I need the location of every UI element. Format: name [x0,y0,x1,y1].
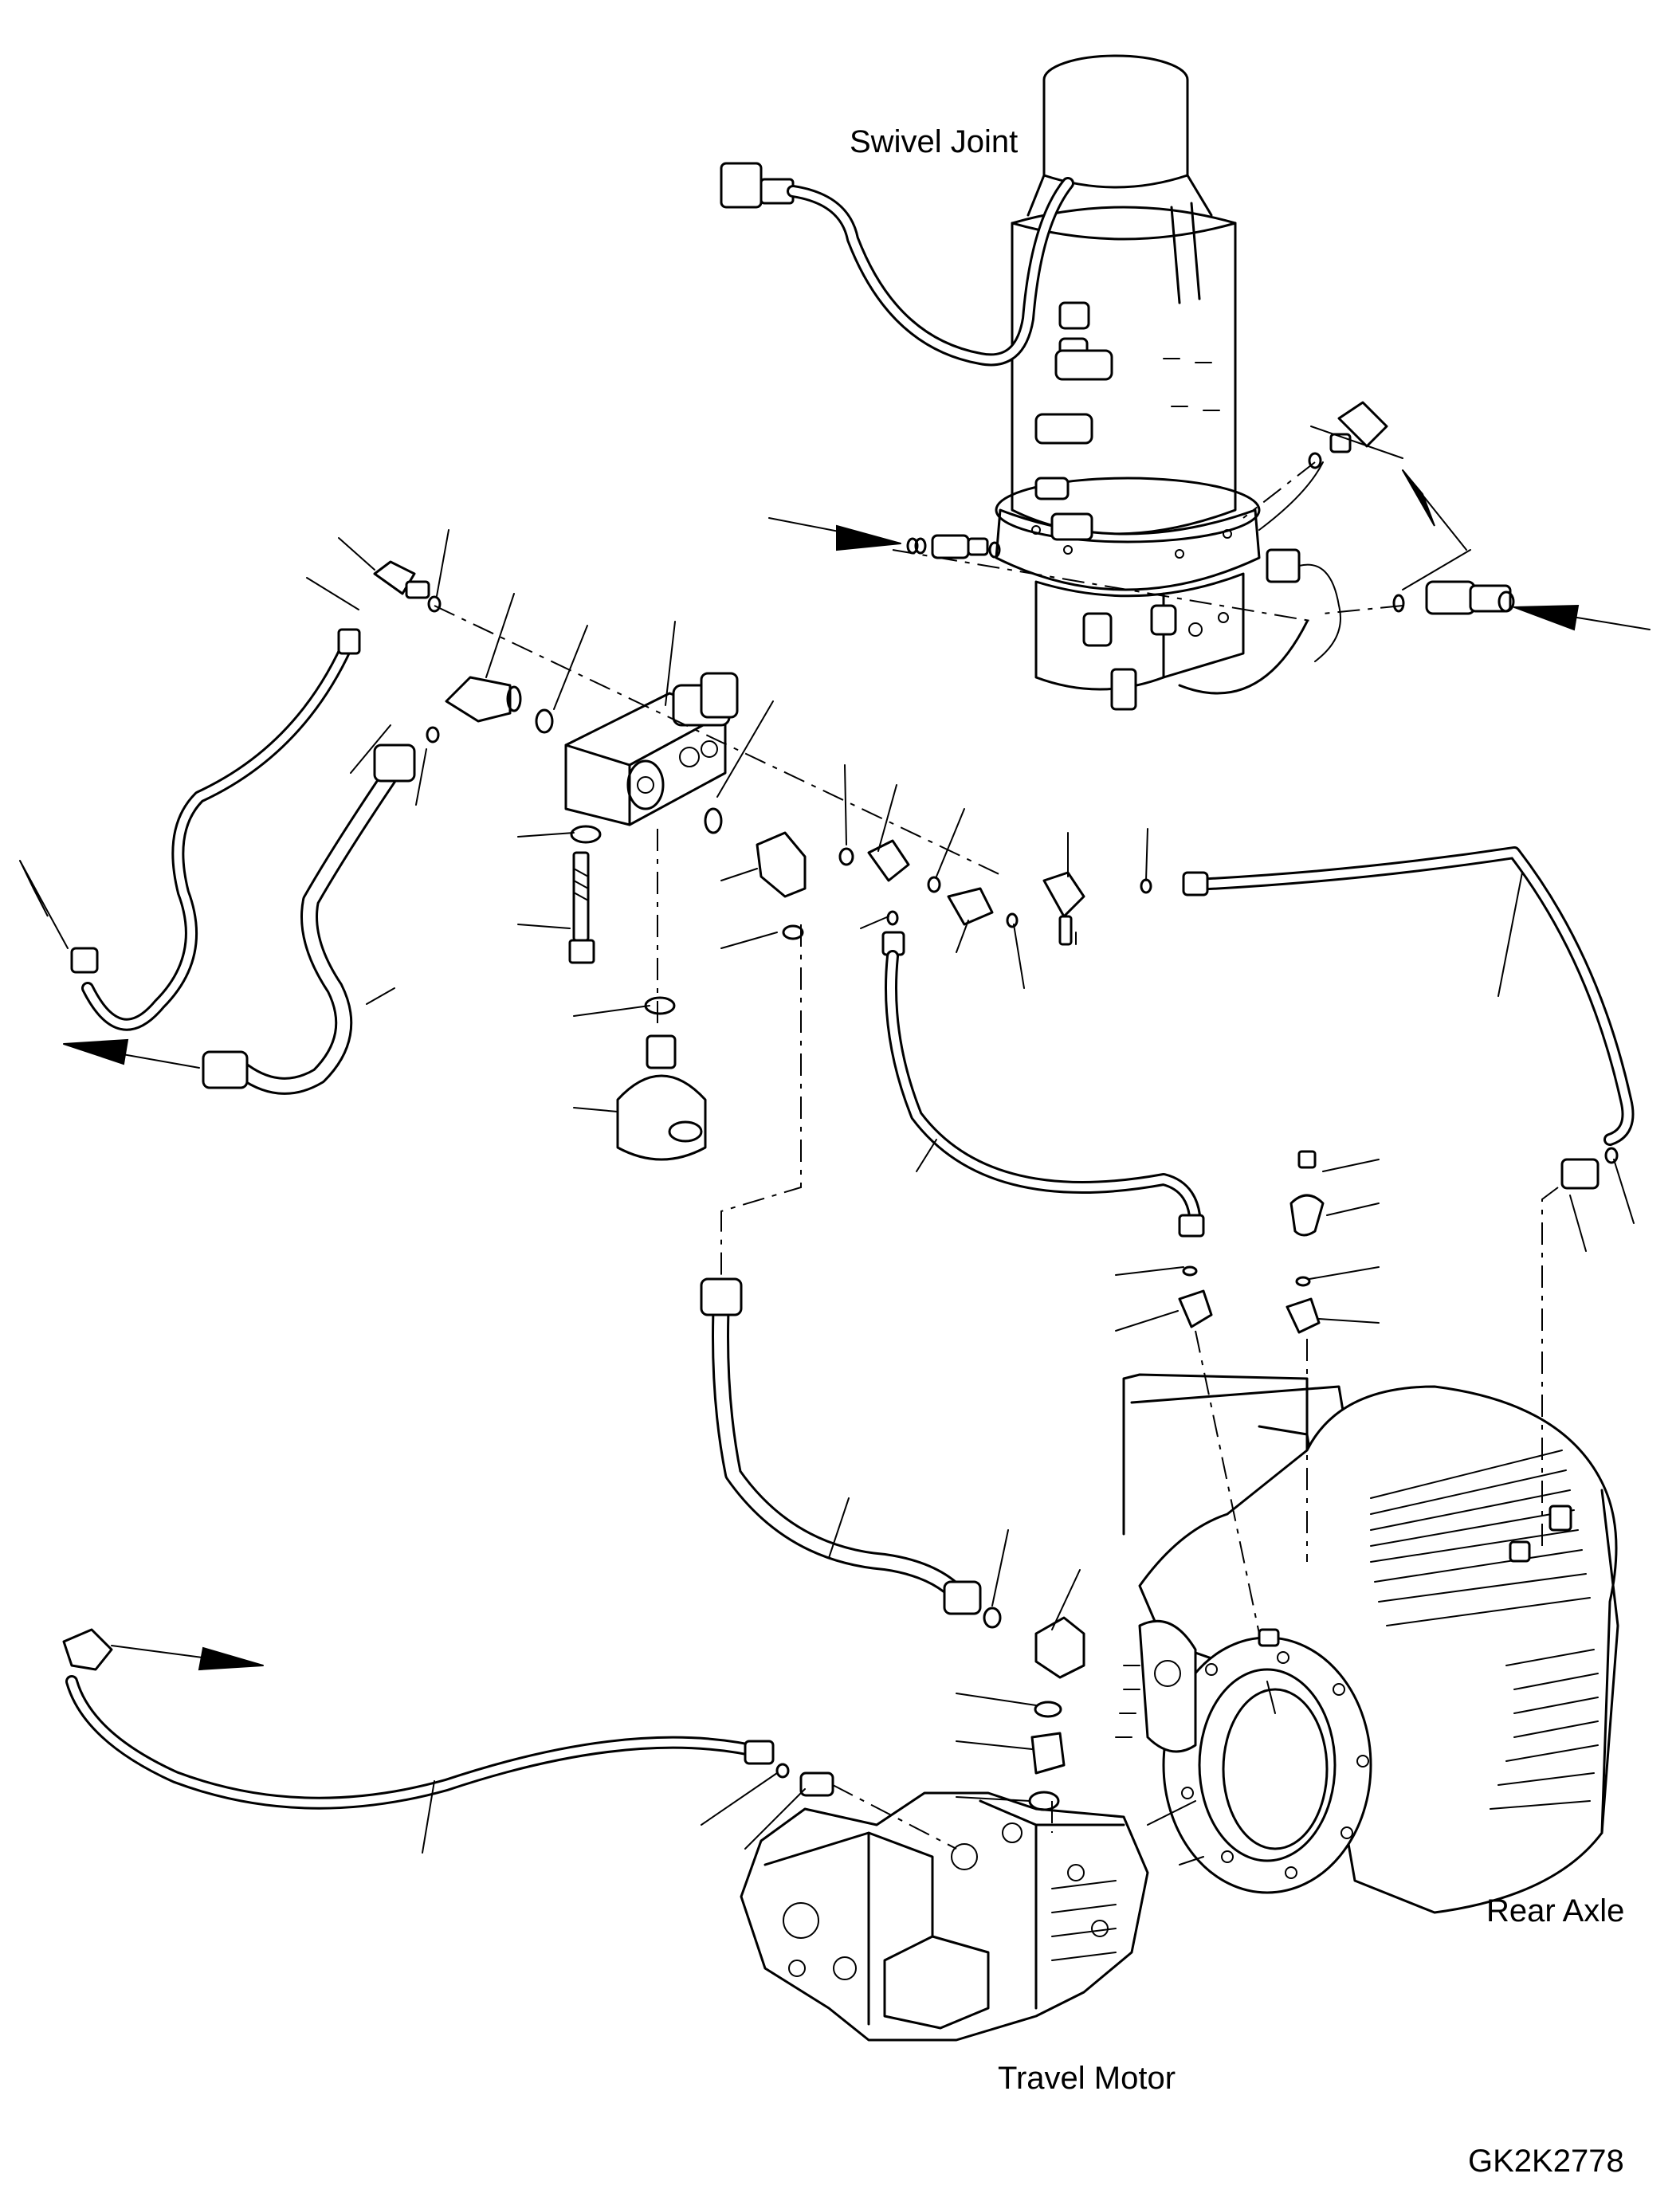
valve-block-assembly [70,560,1635,1334]
center-lines [434,461,1559,1850]
leader-lines [19,426,1651,1866]
drawing-number-label: GK2K2778 [1468,2144,1624,2179]
travel-motor-label: Travel Motor [998,2061,1176,2096]
rear-axle-label: Rear Axle [1486,1893,1625,1928]
arrow-swivel-left [768,517,901,551]
arrow-hose-a-end [19,860,69,949]
rear-axle-assembly [1115,1373,1619,1914]
swivel-joint-label: Swivel Joint [850,124,1019,159]
arrow-swivel-right-bottom [1513,604,1651,631]
arrow-hose-b-end [63,1038,200,1069]
swivel-joint-assembly [720,54,1515,711]
arrow-swivel-right-top [1402,469,1467,551]
arrow-hose-f-end [111,1645,264,1671]
travel-motor-assembly [62,1277,1149,2042]
